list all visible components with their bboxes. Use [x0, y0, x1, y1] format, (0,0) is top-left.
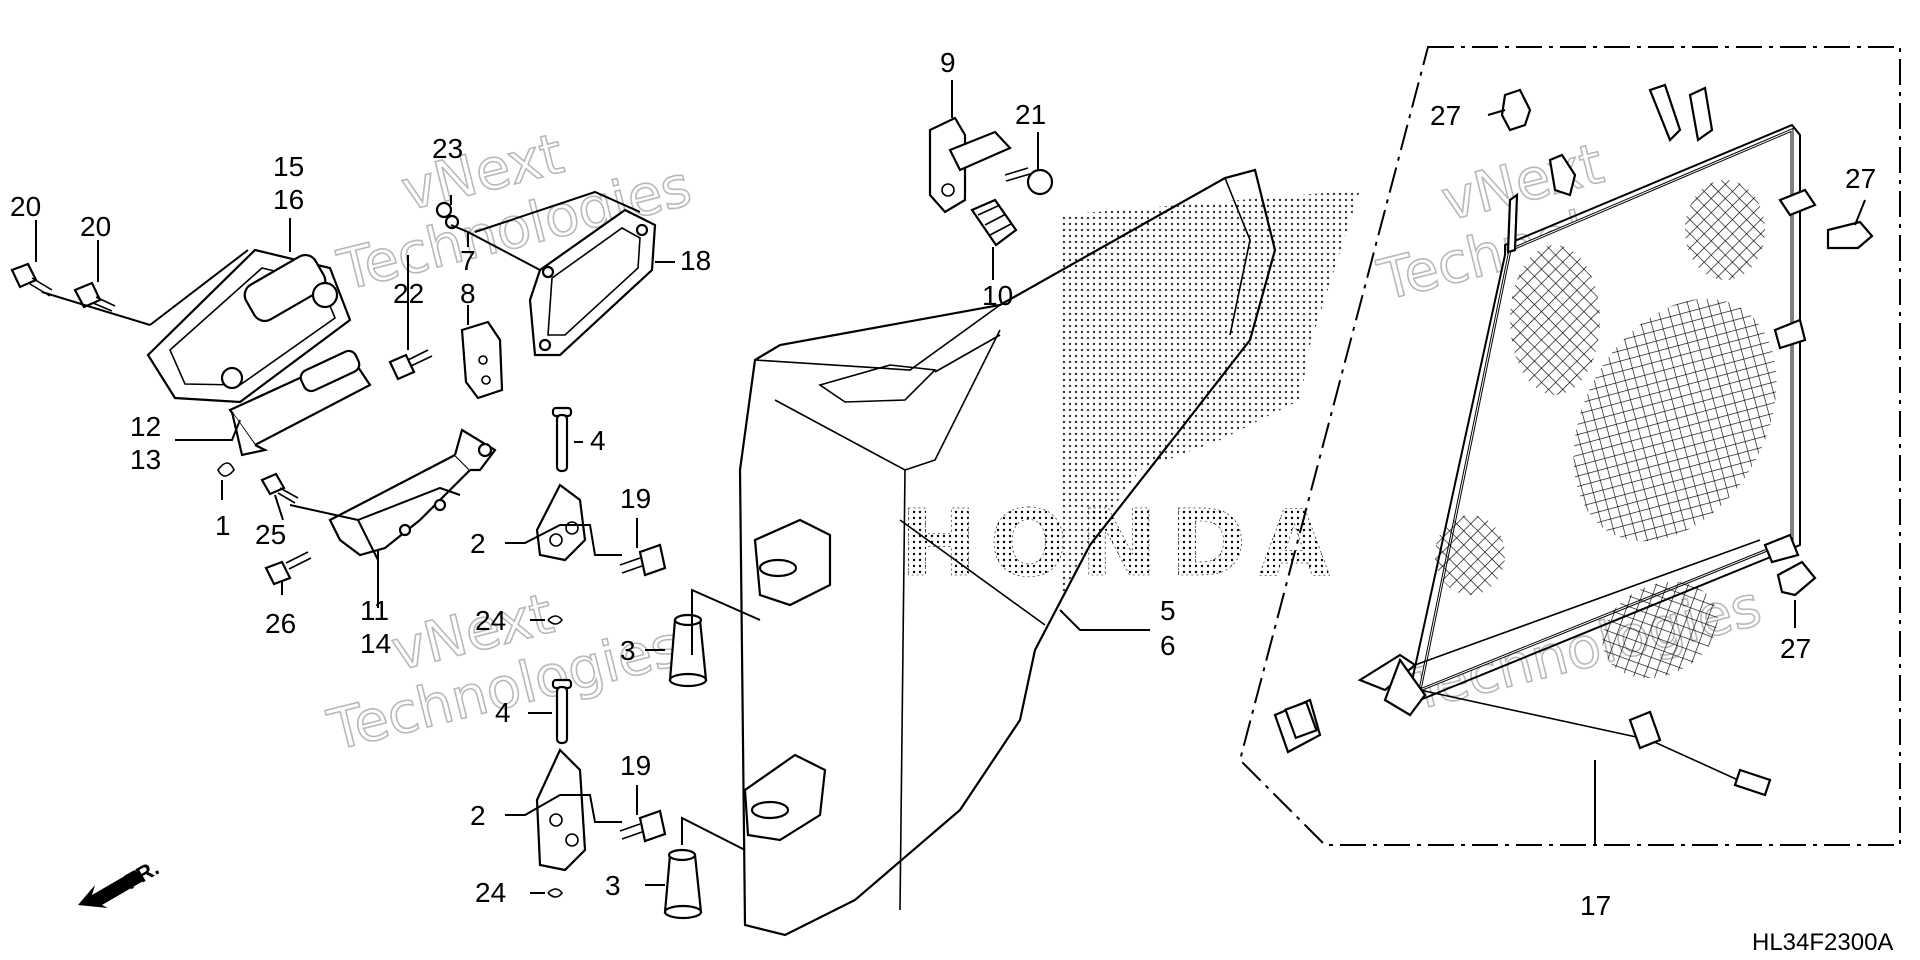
spring-1: [217, 462, 235, 477]
callout-4: 4: [590, 425, 606, 456]
callout-25: 25: [255, 519, 286, 550]
callout-15: 15: [273, 151, 304, 182]
bolt-26: [264, 551, 312, 586]
callout-20: 20: [80, 211, 111, 242]
callout-17: 17: [1580, 890, 1611, 921]
callout-2: 2: [470, 528, 486, 559]
front-direction-indicator: FR.: [78, 855, 163, 908]
clip-24-upper: [547, 615, 564, 625]
net-assembly-box: [1238, 46, 1901, 846]
front-arrow-icon: [78, 870, 145, 908]
callout-13: 13: [130, 444, 161, 475]
striker-9: [928, 116, 1012, 214]
callout-22: 22: [393, 278, 424, 309]
latch-bracket-11: [328, 428, 497, 557]
callout-27: 27: [1845, 163, 1876, 194]
callout-7: 7: [460, 245, 476, 276]
callout-16: 16: [273, 184, 304, 215]
callout-8: 8: [460, 278, 476, 309]
cover-plate-18: [528, 208, 657, 357]
callout-1: 1: [215, 510, 231, 541]
callout-labels: 20 20 15 16 12 13 1 25 26 22 23 7 8 18 1…: [10, 47, 1876, 921]
callout-11: 11: [360, 595, 389, 626]
callout-3: 3: [605, 870, 621, 901]
callout-26: 26: [265, 608, 296, 639]
callout-19: 19: [620, 750, 651, 781]
bolt-25: [260, 472, 299, 504]
callout-6: 6: [1160, 630, 1176, 661]
hinge-plate-12: [228, 349, 372, 457]
bolt-20-right: [73, 281, 116, 312]
pin-4-upper: [551, 406, 573, 473]
callout-19: 19: [620, 483, 651, 514]
clip-27-right: [1826, 220, 1874, 250]
callout-27: 27: [1430, 100, 1461, 131]
callout-18: 18: [680, 245, 711, 276]
callout-14: 14: [360, 628, 391, 659]
callout-9: 9: [940, 47, 956, 78]
callout-27: 27: [1780, 633, 1811, 664]
callout-12: 12: [130, 411, 161, 442]
bolt-21: [1004, 167, 1054, 196]
clip-24-lower: [547, 888, 564, 898]
bushing-3-lower: [663, 848, 703, 920]
cargo-net-17: [1273, 83, 1817, 797]
hinge-bracket-2-lower: [535, 748, 587, 872]
diagram-code: HL34F2300A: [1752, 929, 1893, 956]
leader-lines: [35, 80, 1866, 894]
bushing-3-upper: [668, 613, 708, 688]
callout-3: 3: [620, 635, 636, 666]
callout-24: 24: [475, 605, 506, 636]
bolt-20-left: [10, 262, 53, 297]
callout-10: 10: [982, 280, 1013, 311]
brand-mark: HONDA: [900, 490, 1330, 597]
bolt-19-upper: [619, 543, 667, 577]
callout-20: 20: [10, 191, 41, 222]
clip-27-top: [1500, 88, 1532, 132]
door-panel: HONDA: [738, 168, 1360, 937]
callout-5: 5: [1160, 595, 1176, 626]
callout-21: 21: [1015, 99, 1046, 130]
bumper-10: [970, 198, 1018, 247]
latch-8: [460, 320, 504, 400]
hinge-bracket-2-upper: [535, 483, 587, 562]
bolt-19-lower: [619, 809, 667, 843]
pin-4-lower: [551, 678, 573, 745]
callout-23: 23: [432, 133, 463, 164]
hinge-bracket-upper: [146, 248, 352, 404]
callout-4: 4: [495, 697, 511, 728]
callout-24: 24: [475, 877, 506, 908]
bolt-22: [388, 349, 433, 381]
clip-27-lower: [1776, 560, 1817, 597]
clip-27-upper: [1548, 153, 1577, 197]
nut-23: [435, 201, 460, 230]
callout-2: 2: [470, 800, 486, 831]
